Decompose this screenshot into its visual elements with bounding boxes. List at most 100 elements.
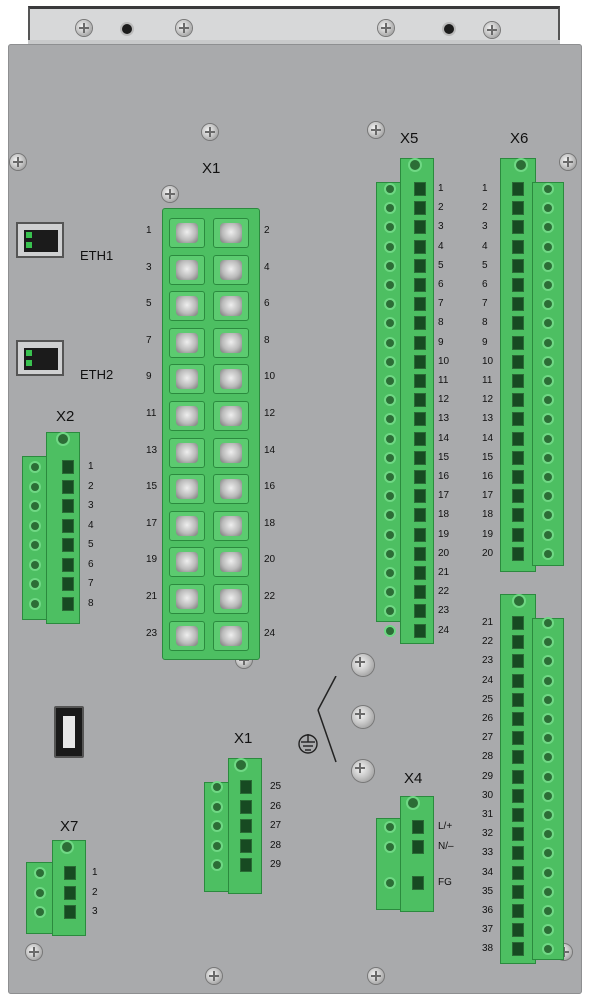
x5-wire-slot[interactable] (414, 297, 426, 312)
x1b-wire-slot[interactable] (240, 780, 252, 794)
x4-wire-slot[interactable] (412, 840, 424, 854)
x5-wire-slot[interactable] (414, 604, 426, 619)
x1-screw-terminal[interactable] (213, 327, 249, 358)
x1-screw-terminal[interactable] (213, 510, 249, 541)
x1-screw-terminal[interactable] (213, 364, 249, 395)
x6-wire-slot[interactable] (512, 431, 524, 446)
x1-screw-terminal[interactable] (169, 218, 205, 248)
x7-wire-slot[interactable] (64, 905, 76, 919)
x5-wire-slot[interactable] (414, 220, 426, 235)
x4-wire-slot[interactable] (412, 820, 424, 834)
x5-wire-slot[interactable] (414, 354, 426, 369)
x5-wire-slot[interactable] (414, 258, 426, 273)
x1-screw-terminal[interactable] (213, 474, 249, 505)
x5-wire-slot[interactable] (414, 585, 426, 600)
x2-wire-slot[interactable] (62, 518, 74, 533)
x6-wire-slot[interactable] (512, 884, 524, 899)
x5-wire-slot[interactable] (414, 450, 426, 465)
x1b-wire-slot[interactable] (240, 799, 252, 814)
x6-wire-slot[interactable] (512, 412, 524, 427)
x6-wire-slot[interactable] (512, 904, 524, 918)
x1-screw-terminal[interactable] (169, 474, 205, 505)
x5-wire-slot[interactable] (414, 546, 426, 561)
x6-wire-slot[interactable] (512, 527, 524, 542)
x1-screw-terminal[interactable] (213, 584, 249, 614)
x4-terminal-block[interactable] (400, 796, 434, 912)
x2-wire-slot[interactable] (62, 460, 74, 474)
x1-screw-terminal[interactable] (169, 364, 205, 395)
x2-wire-slot[interactable] (62, 479, 74, 494)
x2-wire-slot[interactable] (62, 499, 74, 513)
x5-wire-slot[interactable] (414, 239, 426, 254)
x5-wire-slot[interactable] (414, 201, 426, 216)
x7-wire-slot[interactable] (64, 885, 76, 900)
x1-screw-terminal[interactable] (169, 620, 205, 651)
x1b-wire-slot[interactable] (240, 858, 252, 872)
x6-wire-slot[interactable] (512, 808, 524, 822)
x1b-wire-slot[interactable] (240, 838, 252, 853)
x6-wire-slot[interactable] (512, 865, 524, 880)
x5-wire-slot[interactable] (414, 393, 426, 408)
x6-wire-slot[interactable] (512, 731, 524, 746)
x6-wire-slot[interactable] (512, 712, 524, 726)
x5-wire-slot[interactable] (414, 374, 426, 388)
x6-wire-slot[interactable] (512, 201, 524, 216)
x2-wire-slot[interactable] (62, 577, 74, 591)
x6-wire-slot[interactable] (512, 769, 524, 784)
x5-wire-slot[interactable] (414, 623, 426, 638)
x5-wire-slot[interactable] (414, 412, 426, 427)
ethernet-port-eth1[interactable] (16, 222, 64, 258)
x6-wire-slot[interactable] (512, 239, 524, 254)
x6-wire-slot[interactable] (512, 220, 524, 235)
x6-wire-slot[interactable] (512, 692, 524, 707)
x6-wire-slot[interactable] (512, 297, 524, 312)
x5-wire-slot[interactable] (414, 335, 426, 350)
ethernet-port-eth2[interactable] (16, 340, 64, 376)
x6-wire-slot[interactable] (512, 450, 524, 465)
x4-plug-body[interactable] (376, 818, 404, 910)
x6-wire-slot[interactable] (512, 546, 524, 561)
x1-screw-terminal[interactable] (169, 510, 205, 541)
usb-port[interactable] (54, 706, 84, 758)
x6-wire-slot[interactable] (512, 182, 524, 196)
x1-screw-terminal[interactable] (169, 291, 205, 322)
x1b-wire-slot[interactable] (240, 819, 252, 833)
x1-screw-terminal[interactable] (213, 218, 249, 248)
x1-screw-terminal[interactable] (169, 327, 205, 358)
x6-wire-slot[interactable] (512, 750, 524, 765)
x1-screw-terminal[interactable] (169, 254, 205, 285)
x5-wire-slot[interactable] (414, 508, 426, 523)
x5-wire-slot[interactable] (414, 316, 426, 331)
x1-screw-terminal[interactable] (169, 584, 205, 614)
x1-screw-terminal[interactable] (213, 620, 249, 651)
x5-wire-slot[interactable] (414, 278, 426, 292)
x5-wire-slot[interactable] (414, 527, 426, 542)
x6-wire-slot[interactable] (512, 393, 524, 408)
x6-wire-slot[interactable] (512, 616, 524, 630)
x1-screw-terminal[interactable] (169, 401, 205, 431)
x1-screw-terminal[interactable] (213, 401, 249, 431)
x5-wire-slot[interactable] (414, 470, 426, 484)
x2-wire-slot[interactable] (62, 596, 74, 611)
x2-wire-slot[interactable] (62, 557, 74, 572)
x6-wire-slot[interactable] (512, 470, 524, 484)
x1-screw-terminal[interactable] (213, 547, 249, 578)
x6-wire-slot[interactable] (512, 846, 524, 861)
x4-wire-slot[interactable] (412, 876, 424, 890)
x6-wire-slot[interactable] (512, 316, 524, 331)
x6-wire-slot[interactable] (512, 827, 524, 842)
x6-wire-slot[interactable] (512, 374, 524, 388)
x6-wire-slot[interactable] (512, 635, 524, 650)
x2-plug-body[interactable] (22, 456, 48, 620)
x6-wire-slot[interactable] (512, 258, 524, 273)
x2-wire-slot[interactable] (62, 538, 74, 552)
x6-wire-slot[interactable] (512, 335, 524, 350)
x6-wire-slot[interactable] (512, 354, 524, 369)
x1-screw-terminal[interactable] (169, 437, 205, 468)
x6-wire-slot[interactable] (512, 489, 524, 504)
x5-wire-slot[interactable] (414, 566, 426, 580)
x6-wire-slot[interactable] (512, 942, 524, 957)
x7-wire-slot[interactable] (64, 866, 76, 880)
x5-wire-slot[interactable] (414, 489, 426, 504)
x6-bottom-plug-body[interactable] (532, 618, 564, 960)
